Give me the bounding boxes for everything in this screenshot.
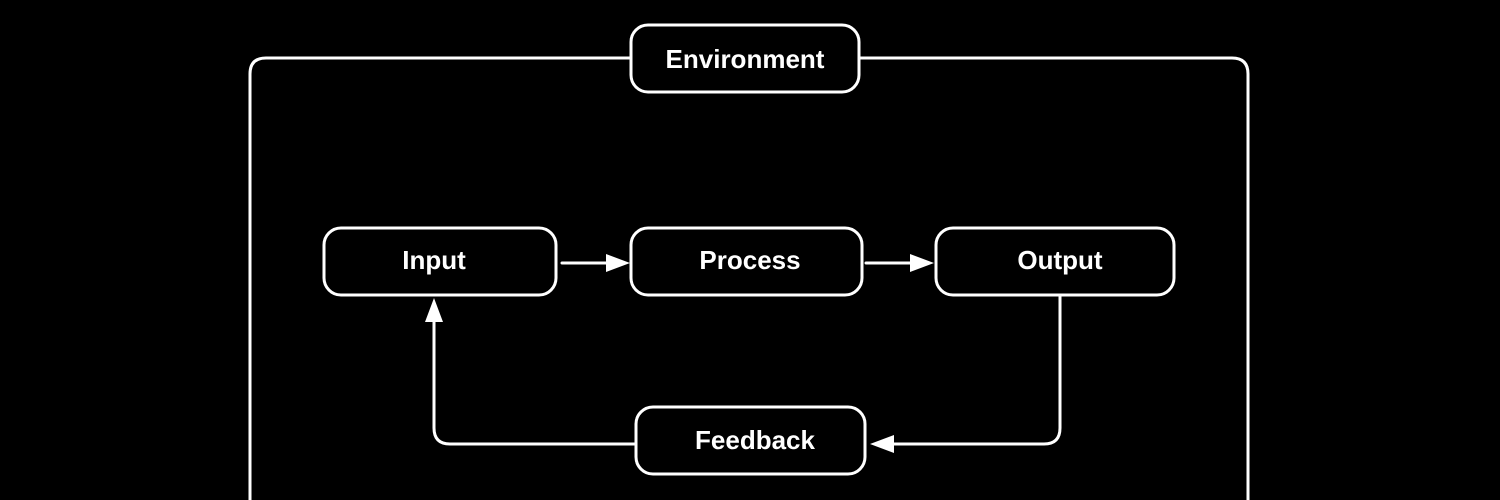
node-input-label: Input [402, 245, 466, 275]
arrowhead-right-icon [606, 254, 630, 272]
node-feedback: Feedback [634, 405, 867, 476]
edge-feedback-to-input-line [432, 318, 638, 446]
edge-output-to-feedback-line [890, 294, 1062, 446]
environment-label-box: Environment [629, 23, 861, 94]
environment-label: Environment [666, 44, 825, 74]
node-process-box [629, 226, 864, 297]
node-input-box [322, 226, 558, 297]
edge-feedback-to-input [425, 298, 638, 446]
environment-frame [248, 56, 1250, 500]
node-process: Process [629, 226, 864, 297]
edge-output-to-feedback [870, 294, 1062, 453]
node-output: Output [934, 226, 1176, 297]
edge-input-to-process [560, 254, 630, 272]
node-output-label: Output [1017, 245, 1103, 275]
environment-box-outline [629, 23, 861, 94]
node-input: Input [322, 226, 558, 297]
node-output-box [934, 226, 1176, 297]
arrowhead-left-icon [870, 435, 894, 453]
node-feedback-box [634, 405, 867, 476]
edge-process-to-output [864, 254, 934, 272]
node-process-label: Process [699, 245, 800, 275]
arrowhead-up-icon [425, 298, 443, 322]
node-feedback-label: Feedback [695, 425, 815, 455]
arrowhead-right-icon [910, 254, 934, 272]
